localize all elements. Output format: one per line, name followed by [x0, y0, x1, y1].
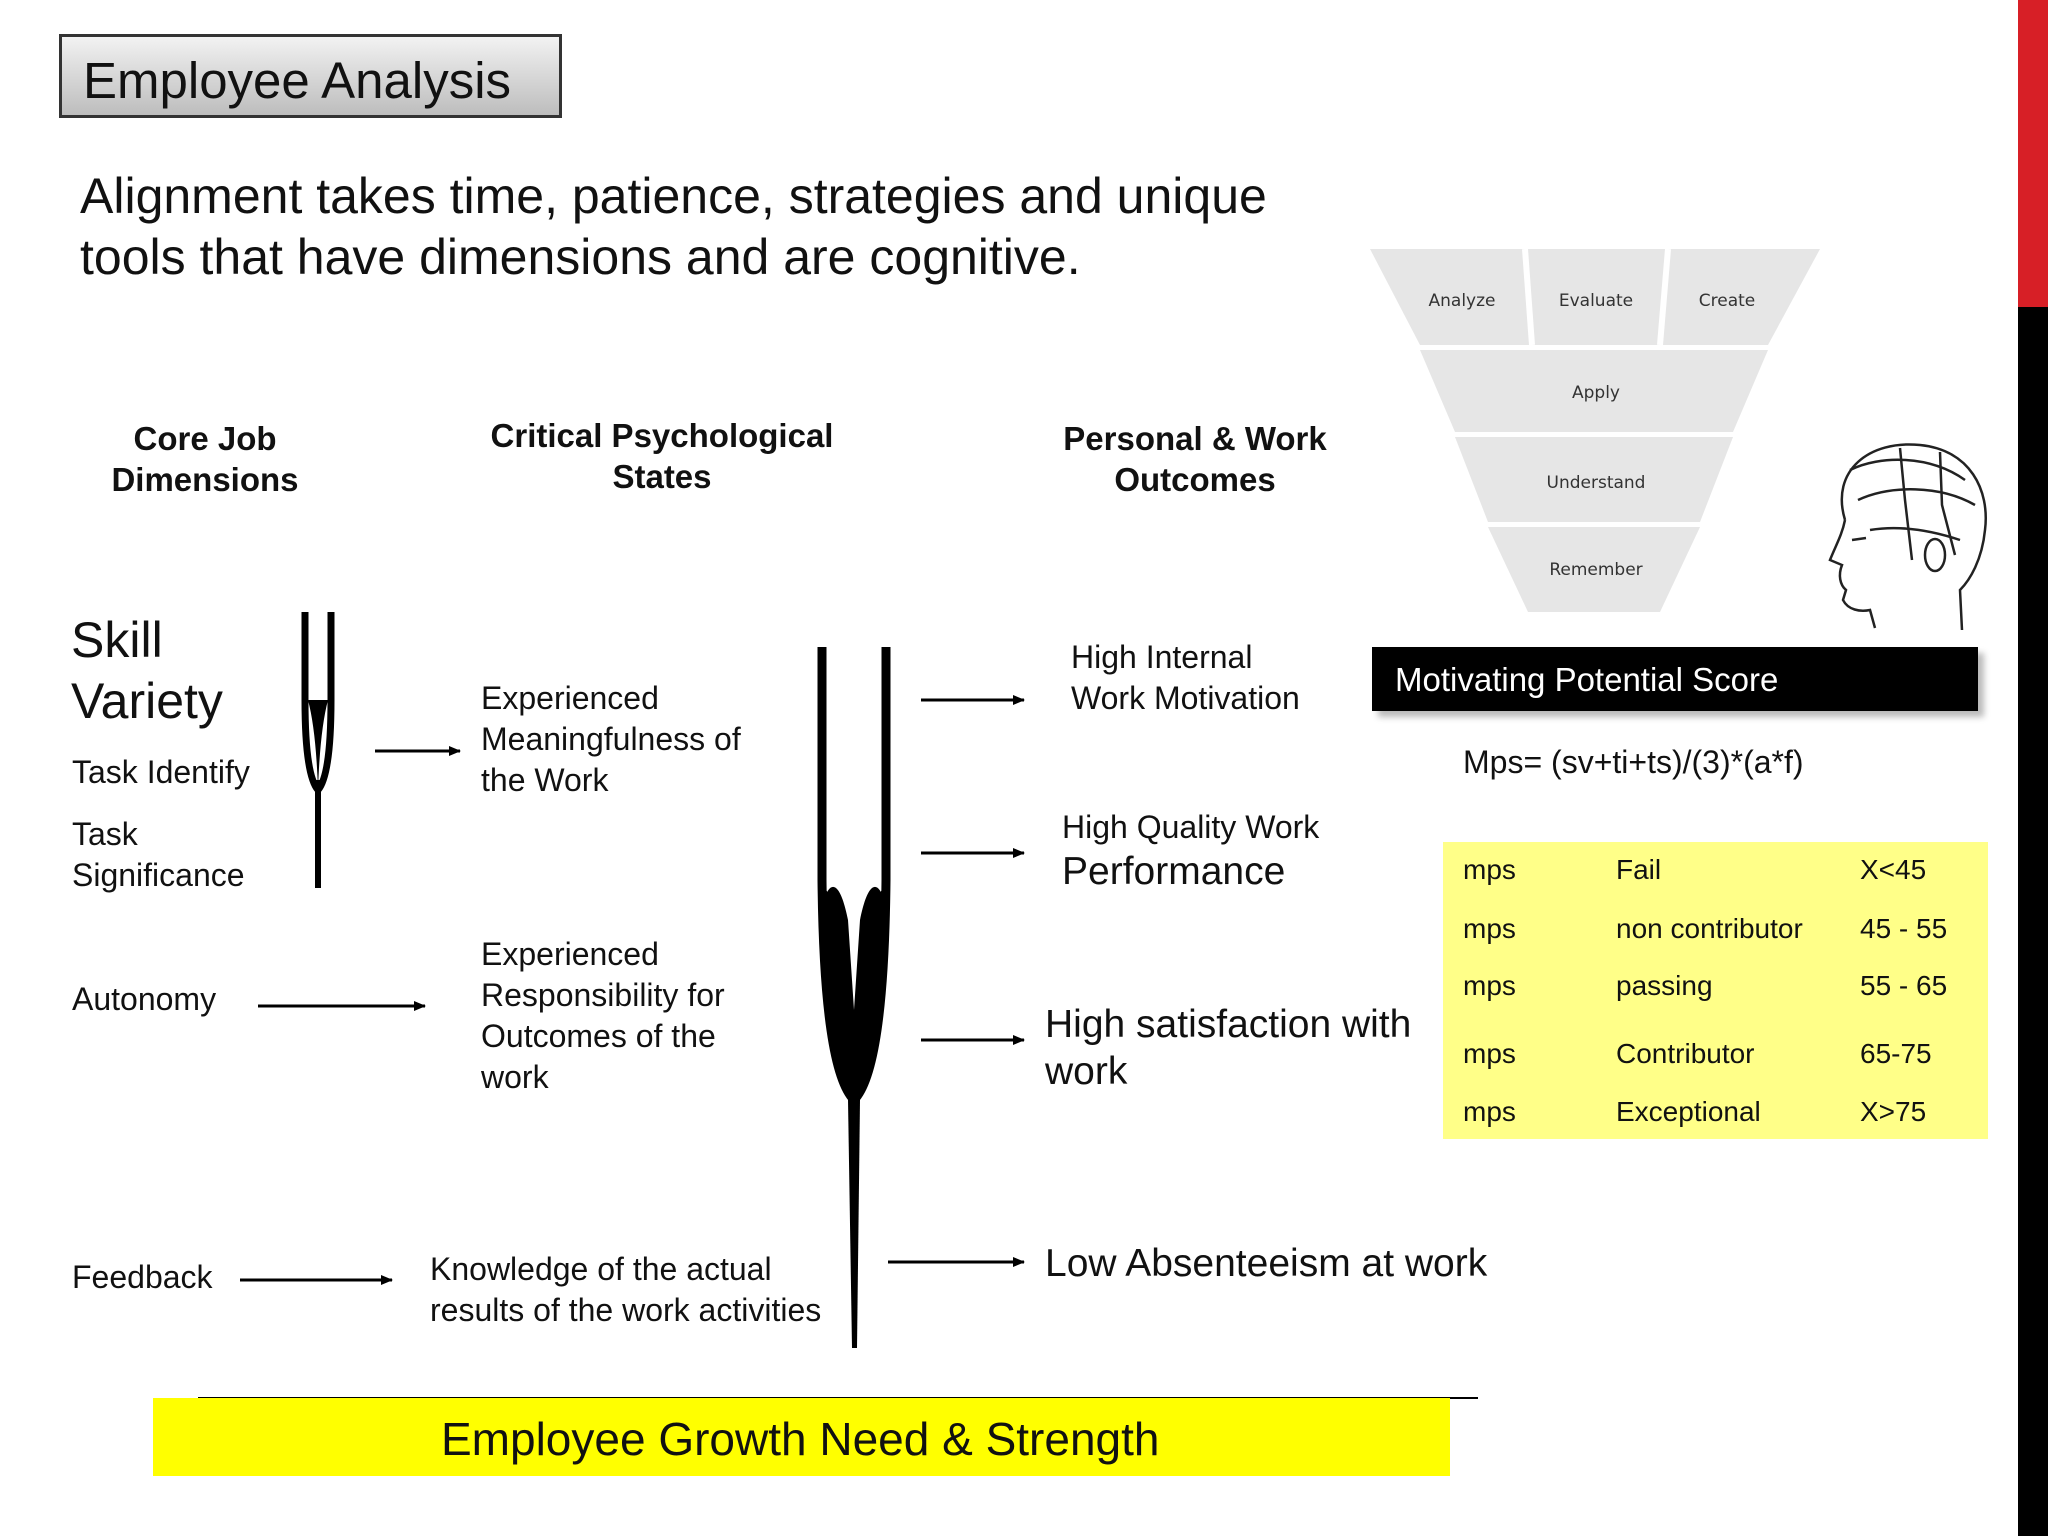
mps-banner: Motivating Potential Score	[1372, 647, 1978, 711]
mps-cell-range: 55 - 65	[1860, 970, 1948, 1001]
outcome-quality-line-1: High Quality Work	[1062, 809, 1320, 845]
state-resp-line-1: Experienced	[481, 936, 659, 972]
growth-need-banner: Employee Growth Need & Strength	[153, 1398, 1450, 1476]
pyramid-tier-apply	[1420, 350, 1768, 432]
header-crit-line-2: States	[612, 458, 712, 495]
mps-score-table: mps Fail X<45 mps non contributor 45 - 5…	[1443, 842, 1988, 1139]
core-task-identify: Task Identify	[72, 754, 250, 790]
mps-cell-category: Contributor	[1616, 1038, 1755, 1069]
header-crit-line-1: Critical Psychological	[490, 417, 834, 454]
state-responsibility: Experienced Responsibility for Outcomes …	[481, 934, 725, 1098]
header-core-line-2: Dimensions	[111, 461, 299, 498]
subtitle-line-2: tools that have dimensions and are cogni…	[80, 229, 1081, 285]
state-resp-line-2: Responsibility for	[481, 977, 725, 1013]
mps-cell-label: mps	[1463, 970, 1516, 1001]
state-know-line-1: Knowledge of the actual	[430, 1251, 772, 1287]
outcome-satisfaction: High satisfaction with work	[1045, 1001, 1411, 1095]
core-skill: Skill	[71, 612, 163, 668]
outcome-satis-line-2: work	[1045, 1050, 1128, 1093]
mps-formula: Mps= (sv+ti+ts)/(3)*(a*f)	[1463, 744, 1804, 780]
mps-cell-category: non contributor	[1616, 913, 1803, 944]
mps-banner-label: Motivating Potential Score	[1395, 661, 1779, 698]
core-significance: Significance	[72, 857, 245, 893]
subtitle: Alignment takes time, patience, strategi…	[80, 166, 1380, 288]
mps-cell-label: mps	[1463, 854, 1516, 885]
core-autonomy: Autonomy	[72, 981, 217, 1017]
growth-need-label: Employee Growth Need & Strength	[441, 1413, 1160, 1465]
mps-cell-range: 65-75	[1860, 1038, 1932, 1069]
pyramid-label-create: Create	[1699, 291, 1756, 311]
pyramid-tier-remember	[1488, 527, 1700, 612]
state-meaning-line-3: the Work	[481, 762, 609, 798]
pyramid-label-remember: Remember	[1549, 560, 1642, 580]
outcome-motiv-line-2: Work Motivation	[1071, 680, 1300, 716]
tuning-fork-icon	[817, 647, 891, 1348]
mps-cell-label: mps	[1463, 913, 1516, 944]
header-core-job-dimensions: Core Job Dimensions	[80, 418, 330, 500]
outcome-satis-line-1: High satisfaction with	[1045, 1003, 1412, 1046]
pyramid-tier-top	[1370, 249, 1820, 345]
mps-cell-category: Fail	[1616, 854, 1662, 885]
mps-cell-range: 45 - 55	[1860, 913, 1948, 944]
core-feedback: Feedback	[72, 1259, 213, 1295]
side-accent-red	[2018, 0, 2048, 307]
bloom-pyramid: Analyze Evaluate Create Apply Understand…	[1370, 248, 1820, 612]
mps-cell-range: X<45	[1860, 854, 1927, 885]
header-outc-line-2: Outcomes	[1114, 461, 1276, 498]
header-critical-states: Critical Psychological States	[462, 415, 862, 497]
header-core-line-1: Core Job	[133, 420, 277, 457]
state-meaning-line-2: Meaningfulness of	[481, 721, 741, 757]
pyramid-label-evaluate: Evaluate	[1559, 291, 1633, 311]
tuning-fork-icon	[301, 612, 335, 888]
core-variety: Variety	[71, 673, 223, 729]
state-know-line-2: results of the work activities	[430, 1292, 822, 1328]
pyramid-label-analyze: Analyze	[1429, 291, 1496, 311]
mps-cell-category: passing	[1616, 970, 1713, 1001]
subtitle-line-1: Alignment takes time, patience, strategi…	[80, 168, 1267, 224]
outcome-quality: High Quality Work Performance	[1062, 807, 1319, 895]
state-knowledge: Knowledge of the actual results of the w…	[430, 1249, 821, 1331]
mps-cell-label: mps	[1463, 1038, 1516, 1069]
outcome-motiv-line-1: High Internal	[1071, 639, 1253, 675]
outcome-absenteeism: Low Absenteeism at work	[1045, 1242, 1488, 1285]
mps-cell-label: mps	[1463, 1096, 1516, 1127]
outcome-motivation: High Internal Work Motivation	[1071, 637, 1300, 719]
pyramid-tier-understand	[1455, 437, 1733, 522]
header-outcomes: Personal & Work Outcomes	[1035, 418, 1355, 500]
header-outc-line-1: Personal & Work	[1063, 420, 1327, 457]
page-title: Employee Analysis	[83, 52, 512, 109]
mps-cell-range: X>75	[1860, 1096, 1927, 1127]
state-meaning-line-1: Experienced	[481, 680, 659, 716]
mps-cell-category: Exceptional	[1616, 1096, 1761, 1127]
core-task: Task	[72, 816, 138, 852]
title-box: Employee Analysis	[59, 34, 562, 118]
state-resp-line-3: Outcomes of the	[481, 1018, 716, 1054]
state-meaningfulness: Experienced Meaningfulness of the Work	[481, 678, 741, 801]
pyramid-label-understand: Understand	[1547, 473, 1646, 493]
state-resp-line-4: work	[481, 1059, 549, 1095]
outcome-quality-line-2: Performance	[1062, 850, 1286, 893]
phrenology-head-icon	[1828, 443, 1987, 631]
pyramid-label-apply: Apply	[1572, 383, 1620, 403]
side-accent-black	[2018, 307, 2048, 1536]
